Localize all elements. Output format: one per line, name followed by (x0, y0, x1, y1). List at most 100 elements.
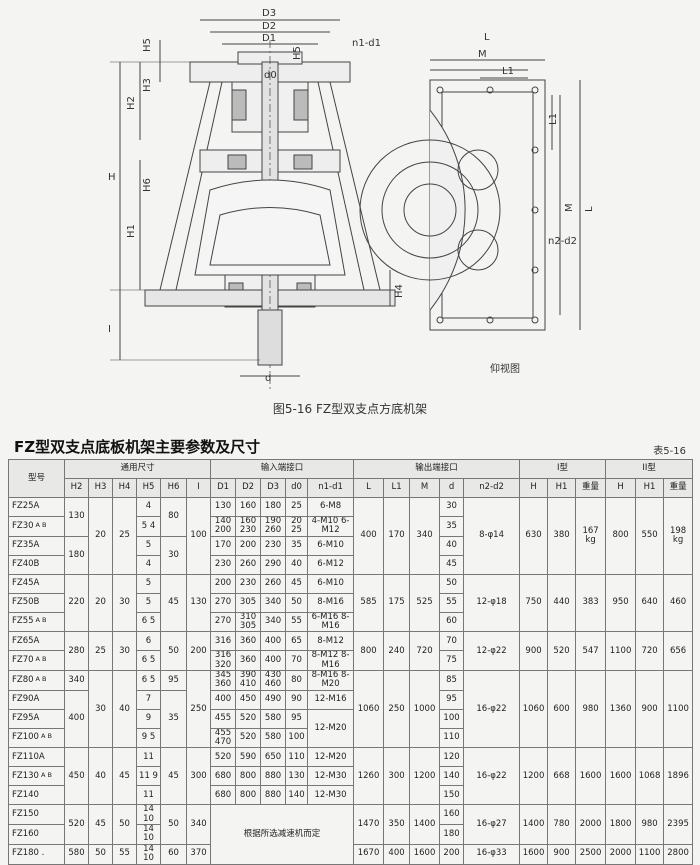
model-name: FZ180 (12, 848, 39, 859)
cell: 12-M20 (307, 708, 355, 749)
cell: 6-M10 (307, 535, 355, 556)
cell: 12-M30 (307, 785, 355, 806)
cell: 180 (260, 497, 287, 517)
cell: 240 (383, 631, 411, 672)
cell: 180 (64, 535, 89, 575)
cell: 25 (285, 497, 309, 517)
model-variant: A B (35, 520, 47, 529)
label-H6: H6 (142, 178, 153, 192)
cell: 50 (112, 804, 137, 845)
cell: 80 (285, 670, 309, 691)
cell: 640 (635, 573, 665, 633)
label-L1-side: L1 (548, 113, 559, 125)
cell: 11 (136, 747, 161, 768)
cell: 4 (136, 497, 161, 517)
cell: 198 kg (663, 497, 694, 575)
cell: 130 (185, 573, 212, 633)
cell: 1100 (605, 631, 637, 672)
cell: 8-M16 (307, 592, 355, 613)
th-output: 输出端接口 (353, 459, 521, 479)
cell: 400 (353, 497, 385, 575)
cell: 200 (185, 631, 212, 672)
cell: 190 260 (260, 516, 287, 537)
cell: 90 (285, 689, 309, 710)
cell: 160 (439, 804, 465, 826)
cell: 35 (285, 535, 309, 556)
cell: 720 (409, 631, 441, 672)
cell: 1800 (605, 804, 637, 845)
label-I: I (108, 324, 111, 335)
cell-model: FZ180 . (8, 843, 65, 865)
label-D2: D2 (262, 21, 276, 32)
cell: 1670 (353, 843, 385, 865)
cell: 14 10 (136, 804, 161, 826)
cell: 40 (439, 535, 465, 556)
cell: 170 (383, 497, 411, 575)
cell: 6-M8 (307, 497, 355, 517)
cell: 2000 (575, 804, 607, 845)
cell: 150 (439, 785, 465, 806)
cell: 580 (260, 708, 287, 729)
cell: 1060 (353, 670, 385, 749)
cell: 316 (210, 631, 237, 652)
cell: 250 (185, 670, 212, 749)
cell: 9 (136, 708, 161, 729)
table-row: FZ50B 5 270 305 340 50 8-M16 55 (8, 592, 693, 613)
cell: 14 10 (136, 824, 161, 845)
cell: 650 (260, 747, 287, 768)
cell: 600 (547, 670, 577, 749)
cell: 110 (439, 727, 465, 749)
cell: 180 (439, 824, 465, 845)
cell: 100 (439, 708, 465, 729)
cell: 12-M20 (307, 747, 355, 768)
cell: 800 (605, 497, 637, 575)
cell: 360 (235, 650, 262, 672)
table-row: FZ45A 220 20 30 5 45 130 200 230 260 45 … (8, 573, 694, 633)
cell: 55 (439, 592, 465, 613)
cell: 50 (88, 843, 113, 865)
cell: 60 (439, 611, 465, 633)
sub-d0: d0 (285, 478, 309, 498)
table-row: FZ35A 180 5 30 170 200 230 35 6-M10 40 (8, 535, 693, 575)
cell: 1600 (605, 747, 637, 806)
cell: 520 (235, 727, 262, 749)
cell: 6 5 (136, 670, 161, 691)
cell: 75 (439, 650, 465, 672)
cell-model: FZ25A (8, 497, 65, 517)
cell: 55 (112, 843, 137, 865)
cell: 4-M10 6-M12 (307, 516, 355, 537)
cell: 310 305 (235, 611, 262, 633)
sub-H3: H3 (88, 478, 113, 498)
cell: 580 (260, 727, 287, 749)
cell: 140 (439, 766, 465, 787)
label-H4: H4 (394, 284, 405, 298)
sub-I: I (185, 478, 212, 498)
cell: 200 (439, 843, 465, 865)
cell: 220 (64, 573, 89, 633)
cell: 60 (160, 843, 187, 865)
cell: 250 (383, 670, 411, 749)
cell: 100 (185, 497, 212, 575)
cell: 5 (136, 535, 161, 556)
cell: 1200 (519, 747, 549, 806)
cell: 400 (260, 650, 287, 672)
cell: 340 (260, 592, 287, 613)
sub-L: L (353, 478, 385, 498)
cell: 1400 (409, 804, 441, 845)
cell: 4 (136, 554, 161, 575)
sub-H2: H2 (64, 478, 89, 498)
cell: 55 (285, 611, 309, 633)
cell: 230 (210, 554, 237, 575)
cell: 780 (547, 804, 577, 845)
cell: 900 (519, 631, 549, 672)
cell: 30 (88, 670, 113, 749)
cell-note: 根据所选减速机而定 (210, 804, 355, 865)
label-H5-inner: H5 (292, 46, 303, 60)
cell: 140 (285, 785, 309, 806)
cell: 30 (112, 573, 137, 633)
cell: 525 (409, 573, 441, 633)
